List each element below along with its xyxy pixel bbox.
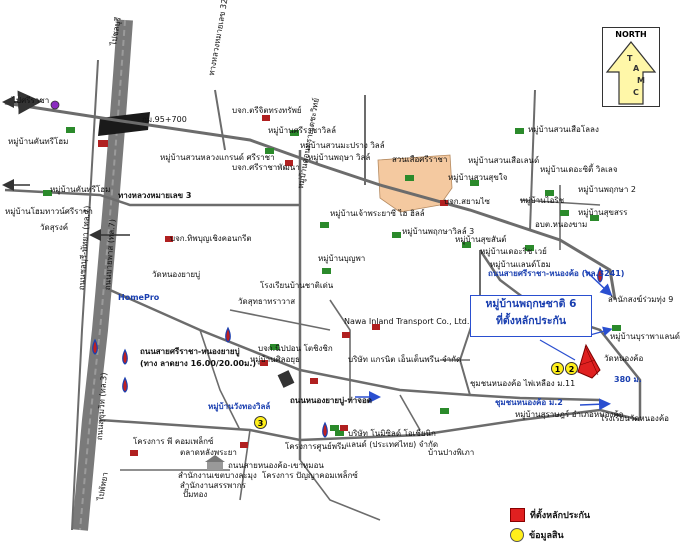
map-label: ถนนสายศรีราชา-หนองค้อ (ทล.3241) [488, 269, 625, 278]
legend-item: ข้อมูลสิน [510, 525, 620, 545]
marker-1: 1 [551, 362, 564, 375]
map-label: วัดสุทธาทราวาส [238, 297, 296, 306]
map-label: หมู่บ้านวังทองวิลล์ [208, 402, 271, 411]
north-letter: C [633, 88, 639, 97]
map-label: วัดสุรงค์ [40, 223, 69, 232]
site-callout: หมู่บ้านพฤกษชาติ 6 ที่ตั้งหลักประกัน [470, 295, 592, 337]
map-label: หมู่บ้านคันทรีโฮม [8, 137, 69, 146]
map-label: หมู่บ้านสุราษฎร์ อำเภอหนองค้อ [515, 410, 624, 419]
map-label: หมู่บ้านเดอะริช เวย์ [480, 247, 547, 256]
north-letter: A [633, 64, 640, 73]
map-label: บจก.นิปปอน โตชิงชิก [258, 344, 333, 353]
legend: ที่ตั้งหลักประกัน ข้อมูลสิน [510, 505, 620, 549]
map-label: หมู่บ้านสุขสันต์ [455, 235, 507, 244]
map-label: หมู่บ้านสุขสรร [578, 208, 628, 217]
north-arrow: NORTH T A M C [602, 27, 660, 107]
map-label: Nawa Inland Transport Co., Ltd. [344, 317, 470, 326]
legend-item: ที่ตั้งหลักประกัน [510, 505, 620, 525]
map-label: หมู่บ้านสวนเสือเลนด์ [468, 156, 540, 165]
map-label: หมู่บ้านแลนด์โฮม [490, 260, 551, 269]
map-label: HomePro [118, 293, 160, 302]
map-label: สำนักงานสรรพากร [180, 481, 246, 490]
map-label: สำนักงานเขตบางละมุง [178, 471, 257, 480]
map-label: 380 ม. [614, 375, 642, 384]
road-north [4, 101, 617, 301]
map-label: หมู่บ้านศรีราชาวิลล์ [268, 126, 336, 135]
map-label: หมู่บ้านสวนมะปราง วิลล์ [300, 141, 385, 150]
road-second [4, 188, 300, 207]
map-label: บจก.ตรีจิตทรงทรัพย์ [232, 106, 302, 115]
map-label: ถนนหนองยายบู่-ท่าจอด [290, 396, 372, 405]
map-label: ชุมชนหนองค้อ ไพ่เหลือง ม.11 [470, 379, 576, 388]
map-label: ถนนสายหนองค้อ-เขาหมอน [228, 461, 324, 470]
legend-red-swatch [510, 508, 525, 522]
north-arrow-icon [605, 41, 657, 105]
map-label: กม.95+700 [142, 115, 187, 124]
map-label: หมู่บ้านคันทรีโฮม [50, 185, 111, 194]
map-label: สำนักสงฆ์ร่วมทุ่ง 9 [608, 295, 674, 304]
north-letter: M [637, 76, 645, 85]
map-label: หมู่บ้านสวนเสือโลลง [528, 125, 599, 134]
map-label: ไปศรีราชา [12, 96, 50, 105]
map-label: บริษัท แกรนิต เอ็นเต็นพรีน จำกัด [348, 355, 462, 364]
map-label: บจก.ศรีราชาพัฒนา [232, 163, 300, 172]
parallel-road [71, 59, 99, 531]
map-label: ชุมชนหนองค้อ ม.2 [495, 398, 563, 407]
map-label: หมู่บ้านบุราพาแลนด์ [610, 332, 680, 341]
map-label: บจก.สยามไซ [444, 197, 490, 206]
map-label: โครงการ พี คอมเพล็กซ์ [133, 437, 214, 446]
map-label: โครงการศูนย์พรีม [285, 442, 347, 451]
marker-2: 2 [565, 362, 578, 375]
map-label: หมู่บ้านโฮมทาวน์ศรีราชา [5, 207, 93, 216]
map-label: หมู่บ้านสวนหลวงแกรนด์ ศรีราชา [160, 153, 275, 162]
north-letter: T [627, 54, 633, 63]
map-label: อบต.หนองขาม [535, 220, 588, 229]
callout-line-2: ที่ตั้งหลักประกัน [495, 315, 567, 327]
map-label: วัดหนองค้อ [604, 354, 644, 363]
map-label: บ้านปางพิเภา [428, 448, 475, 457]
map-label: หมู่บ้านบุญพา [318, 254, 366, 263]
site-marker [577, 343, 601, 379]
map-label: หมู่บ้านพฤกษาวิลล์ 3 [402, 227, 475, 236]
map-label: ทางหลวงหมายเลข 3 [118, 191, 192, 200]
legend-yellow-swatch [510, 528, 524, 542]
map-label: หมู่บ้านเจ้าพระยาซี ไฮ ฮิลล์ [330, 209, 425, 218]
legend-label: ข้อมูลสิน [529, 531, 564, 541]
callout-line-1: หมู่บ้านพฤกษชาติ 6 [485, 298, 577, 310]
map-label: ตลาดหลังพระยา [180, 448, 237, 457]
map-label: (ทาง ลาดยาง 16.00/20.00ม.) [140, 359, 257, 368]
map-label: บริษัท โนมิซิลด์ โอเชียนิก [348, 429, 436, 438]
map-label: โครงการ ปัญญาคอมเพล็กซ์ [262, 471, 358, 480]
map-label: บจก.ทิพบุญเชิงคอนกรีต [170, 234, 252, 243]
map-label: โรงเรียนวัดหนองค้อ [600, 414, 669, 423]
map-label: แลนด์ (ประเทศไทย) จำกัด [346, 440, 439, 449]
marker-3: 3 [254, 416, 267, 429]
map-label: หมู่บ้านพฤษา วิลล์ [308, 153, 371, 162]
map-label: สวนเสือศรีราชา [392, 155, 448, 164]
map-label: ปั๊มทอง [183, 490, 208, 499]
map-label: หมู่บ้านสวนสุขใจ [448, 173, 508, 182]
map-label: หมู่บ้านเดอะซิตี้ วิลเลจ [540, 165, 618, 174]
map-label: วัดหนองยายบู่ [152, 270, 201, 279]
legend-label: ที่ตั้งหลักประกัน [530, 511, 591, 521]
map-label: หมู่บ้านศิลอยุธ [250, 355, 300, 364]
map-label: หมู่บ้านไอริช [520, 196, 565, 205]
north-title: NORTH [615, 30, 647, 39]
map-label: ถนนสายศรีราชา-หนองยายบู่ [140, 347, 240, 356]
map-label: โรงเรียนบ้านชาติเด่น [260, 281, 334, 290]
map-label: หมู่บ้านพฤกษา 2 [578, 185, 636, 194]
